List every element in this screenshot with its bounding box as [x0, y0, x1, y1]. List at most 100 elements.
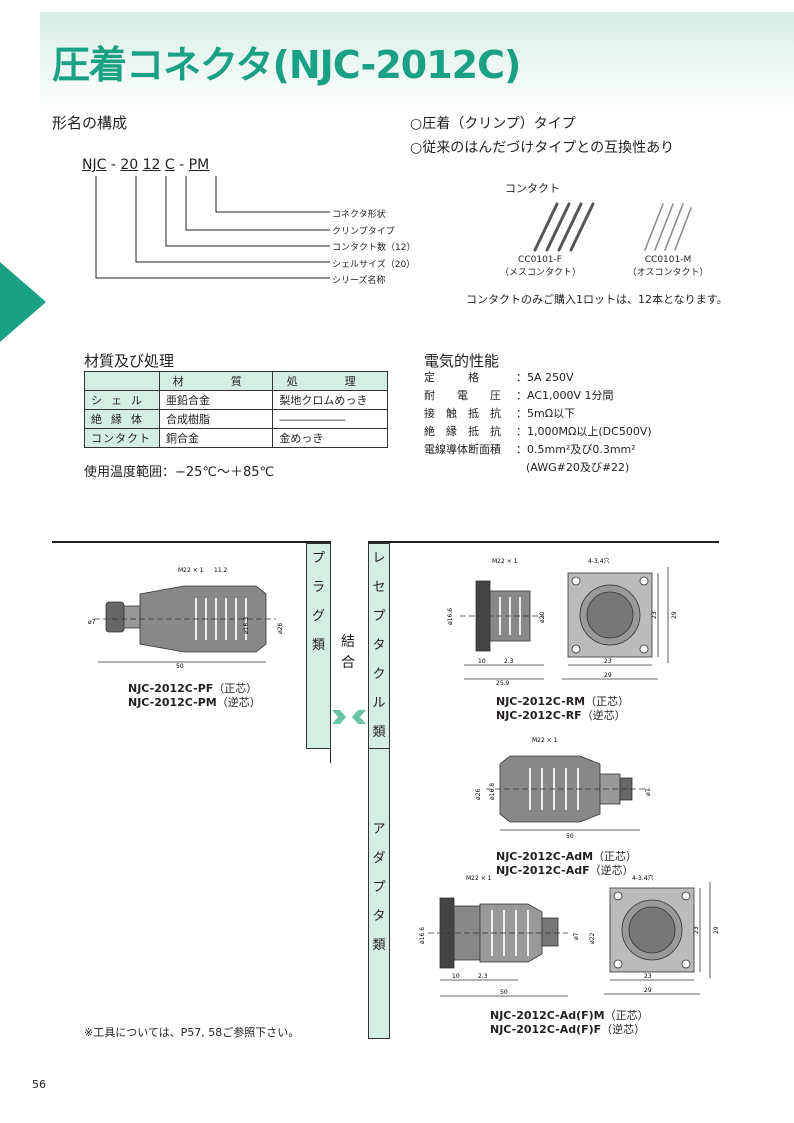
spec-key: 接 触 抵 抗 — [424, 407, 501, 420]
dim-text: 2.3 — [504, 658, 514, 665]
dim-text: ø16.6 — [447, 608, 454, 625]
model-note: （逆芯） — [216, 696, 261, 709]
dim-text: M22 × 1 — [532, 737, 558, 744]
model-label: クリンプタイプ — [332, 226, 395, 237]
receptacle-category-bar: レセプタクル類 — [368, 543, 390, 749]
adapter1-captions: NJC-2012C-AdM（正芯） NJC-2012C-AdF（逆芯） — [496, 850, 637, 878]
receptacle-drawing: M22 × 1 4-3.4穴 ø16.6 ø20 10 2.3 25.9 23 … — [447, 557, 678, 687]
dim-text: ø16.6 — [419, 927, 426, 944]
electrical-heading: 電気的性能 — [424, 352, 500, 370]
table-row: シェル 亜鉛合金 梨地クロムめっき — [84, 390, 388, 410]
model-label: コネクタ形状 — [332, 210, 386, 220]
row-material: 銅合金 — [158, 428, 274, 448]
category-char: タ — [372, 638, 386, 653]
model-leader-lines — [95, 176, 330, 279]
category-char: プ — [372, 880, 386, 895]
category-char: グ — [311, 609, 325, 624]
category-char: タ — [372, 909, 386, 924]
dim-text: 4-3.4穴 — [632, 874, 654, 882]
electrical-specs: 定 格：5A 250V 耐 電 圧：AC1,000V 1分間 接 触 抵 抗：5… — [424, 369, 652, 477]
row-part: シェル — [84, 390, 160, 410]
dim-text: 50 — [500, 989, 508, 996]
row-part: コンタクト — [84, 428, 160, 448]
dim-text: M22 × 1 — [492, 558, 518, 565]
dim-text: 29 — [713, 926, 718, 934]
edge-tab-marker — [0, 262, 46, 342]
model-name: NJC-2012C-AdM — [496, 850, 594, 863]
female-code: CC0101-F — [518, 255, 562, 265]
row-treatment: ―――――― — [272, 409, 388, 429]
dim-text: ø7 — [645, 788, 652, 796]
adapter-category-bar: アダプタ類 — [368, 748, 390, 1039]
model-contacts: 12 — [142, 157, 161, 173]
temp-range: 使用温度範囲：−25℃～＋85℃ — [84, 465, 275, 480]
model-type: C — [164, 157, 175, 173]
category-char: 類 — [311, 638, 325, 653]
model-label: コンタクト数（12） — [332, 243, 416, 253]
plug-drawing: 50 M22 × 1 11.2 ø7 ø16.3 ø26 — [88, 567, 284, 670]
join-label: 結合 — [341, 632, 355, 674]
receptacle-category-label: レセプタクル類 — [369, 544, 389, 747]
spec-value: ：0.5mm²及び0.3mm² — [516, 443, 636, 456]
dim-text: ø7 — [573, 932, 580, 940]
dim-text: 10 — [478, 658, 486, 665]
dim-text: 23 — [693, 926, 700, 934]
row-material: 亜鉛合金 — [158, 390, 274, 410]
spec-key: 耐 電 圧 — [424, 389, 501, 402]
male-code: CC0101-M — [644, 255, 692, 265]
divider-line — [52, 541, 331, 543]
spec-value: ：5A 250V — [516, 371, 574, 384]
model-name: NJC-2012C-AdF — [496, 864, 590, 877]
category-char: ダ — [372, 851, 386, 866]
features-list: ○圧着（クリンプ）タイプ ○従来のはんだづけタイプとの互換性あり — [410, 112, 674, 160]
header-band — [40, 12, 794, 112]
model-code: NJC - 20 12 C - PM — [82, 157, 209, 173]
model-dash: - — [179, 157, 185, 173]
feature-item: ○圧着（クリンプ）タイプ — [410, 116, 576, 132]
model-note: （正芯） — [585, 695, 630, 708]
table-corner — [84, 371, 160, 391]
plug-category-bar: プラグ類 — [306, 543, 331, 749]
model-note: （正芯） — [604, 1009, 649, 1022]
row-treatment: 金めっき — [272, 428, 388, 448]
dim-text: ø16.8 — [489, 783, 496, 800]
female-contact-label: CC0101-F （メスコンタクト） — [500, 255, 581, 278]
category-char: セ — [372, 580, 386, 595]
dim-text: 50 — [176, 663, 184, 670]
model-note: （逆芯） — [601, 1023, 646, 1036]
model-name: NJC-2012C-RM — [496, 695, 586, 708]
row-material: 合成樹脂 — [158, 409, 274, 429]
join-arrows-icon — [332, 710, 366, 724]
category-char: 類 — [372, 725, 386, 740]
model-labels: コネクタ形状 クリンプタイプ コンタクト数（12） シェルサイズ（20） シリー… — [332, 207, 415, 290]
model-note: （逆芯） — [589, 864, 634, 877]
dim-text: ø16.3 — [243, 617, 250, 634]
model-name: NJC-2012C-PF — [128, 682, 214, 695]
adapter2-captions: NJC-2012C-Ad(F)M（正芯） NJC-2012C-Ad(F)F（逆芯… — [490, 1009, 649, 1037]
dim-text: M22 × 1 — [178, 567, 204, 574]
dim-text: M22 × 1 — [466, 875, 492, 882]
model-heading: 形名の構成 — [52, 114, 128, 132]
model-label: シェルサイズ（20） — [332, 259, 416, 270]
model-name: NJC-2012C-Ad(F)F — [490, 1023, 602, 1036]
spec-value: ：1,000MΩ以上(DC500V) — [516, 425, 652, 438]
dim-text: ø7 — [88, 619, 96, 626]
col-material: 材 質 — [158, 371, 274, 391]
contacts-note: コンタクトのみご購入1ロットは、12本となります。 — [466, 293, 728, 306]
receptacle-captions: NJC-2012C-RM（正芯） NJC-2012C-RF（逆芯） — [496, 695, 629, 723]
male-contact-label: CC0101-M （オスコンタクト） — [625, 255, 711, 278]
dim-text: 25.9 — [496, 680, 510, 687]
model-label: シリーズ名称 — [332, 276, 386, 286]
category-char: 結 — [341, 634, 355, 650]
spec-value: ：5mΩ以下 — [516, 407, 576, 420]
row-part: 絶縁体 — [84, 409, 160, 429]
adapter2-drawing: M22 × 1 4-3.4穴 ø16.6 ø7 ø22 10 2.3 50 23… — [419, 874, 718, 997]
model-dash: - — [110, 157, 116, 173]
dim-text: 23 — [644, 973, 652, 980]
dim-text: 23 — [604, 658, 612, 665]
col-treatment: 処 理 — [272, 371, 388, 391]
table-row: コンタクト 銅合金 金めっき — [84, 428, 388, 448]
male-name: （オスコンタクト） — [627, 268, 709, 278]
contact-pins-illustration — [533, 202, 692, 252]
dim-text: ø22 — [589, 933, 596, 944]
